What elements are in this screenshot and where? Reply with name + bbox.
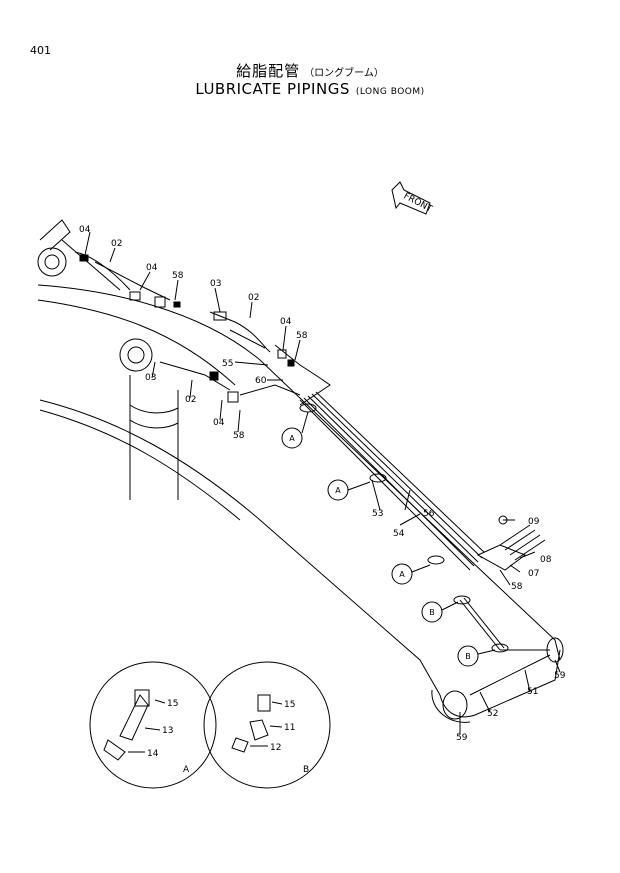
hose-bundle [299,391,550,651]
label-07: 07 [528,569,539,579]
bubble-b [421,601,443,623]
label-14: 14 [147,749,159,759]
title-japanese: 給脂配管（ロングブーム） [0,60,620,81]
detail-view-a [89,661,217,789]
label-54: 54 [393,529,405,539]
label-04: 04 [79,225,91,235]
label-51: 51 [527,687,538,697]
fitting [154,296,166,308]
bubble-a [391,563,413,585]
label-02: 02 [111,239,122,249]
fitting [277,349,287,359]
label-04: 04 [213,418,225,428]
detail-b-label: B [303,765,309,775]
label-56: 56 [423,509,435,519]
label-59: 59 [554,671,566,681]
detail-view-b [203,661,331,789]
title-en-main: LUBRICATE PIPINGS [195,80,350,98]
label-52: 52 [487,709,498,719]
clamp [427,555,445,565]
detail-a-label: A [183,765,190,775]
label-03: 03 [210,279,221,289]
upper-pipe-run [74,251,331,406]
label-15: 15 [284,700,295,710]
fitting [287,359,295,367]
label-03: 03 [145,373,156,383]
bubble-a-letter: A [335,486,341,495]
clamp [491,643,509,653]
bubble-letters: A A A B B [289,434,470,661]
label-58: 58 [172,271,184,281]
label-55: 55 [222,359,233,369]
part-labels: 04 02 04 58 03 02 04 58 55 60 03 02 04 5… [79,225,566,759]
front-arrow-icon: FRONT [391,181,434,215]
label-04: 04 [280,317,292,327]
fitting [129,291,141,301]
label-58: 58 [511,582,523,592]
label-09: 09 [528,517,540,527]
label-02: 02 [248,293,259,303]
grease-manifold [476,515,546,571]
page-number: 401 [30,44,51,57]
label-59: 59 [456,733,468,743]
label-08: 08 [540,555,552,565]
title-en-sub: (LONG BOOM) [355,87,425,97]
bubble-b-letter: B [465,652,471,661]
fitting [209,371,219,381]
label-04: 04 [146,263,158,273]
title-jp-sub: （ロングブーム） [304,68,384,79]
label-15: 15 [167,699,178,709]
bubble-a [281,427,303,449]
bubble-b-letter: B [429,608,435,617]
clamp [369,473,387,483]
boom-body [37,284,564,723]
label-58: 58 [296,331,308,341]
fitting [79,254,89,262]
fitting [227,391,239,403]
title-jp-main: 給脂配管 [236,62,301,80]
title-english: LUBRICATE PIPINGS (LONG BOOM) [0,80,620,98]
label-02: 02 [185,395,196,405]
label-60: 60 [255,376,267,386]
bubble-a-letter: A [289,434,295,443]
boom-cylinder [119,338,179,500]
label-13: 13 [162,726,173,736]
clamp [453,595,471,605]
label-11: 11 [284,723,295,733]
label-58: 58 [233,431,245,441]
boom-foot-pin [37,219,121,291]
bubble-b [457,645,479,667]
fitting [173,301,181,308]
bubble-a-letter: A [399,570,405,579]
label-53: 53 [372,509,383,519]
label-12: 12 [270,743,281,753]
